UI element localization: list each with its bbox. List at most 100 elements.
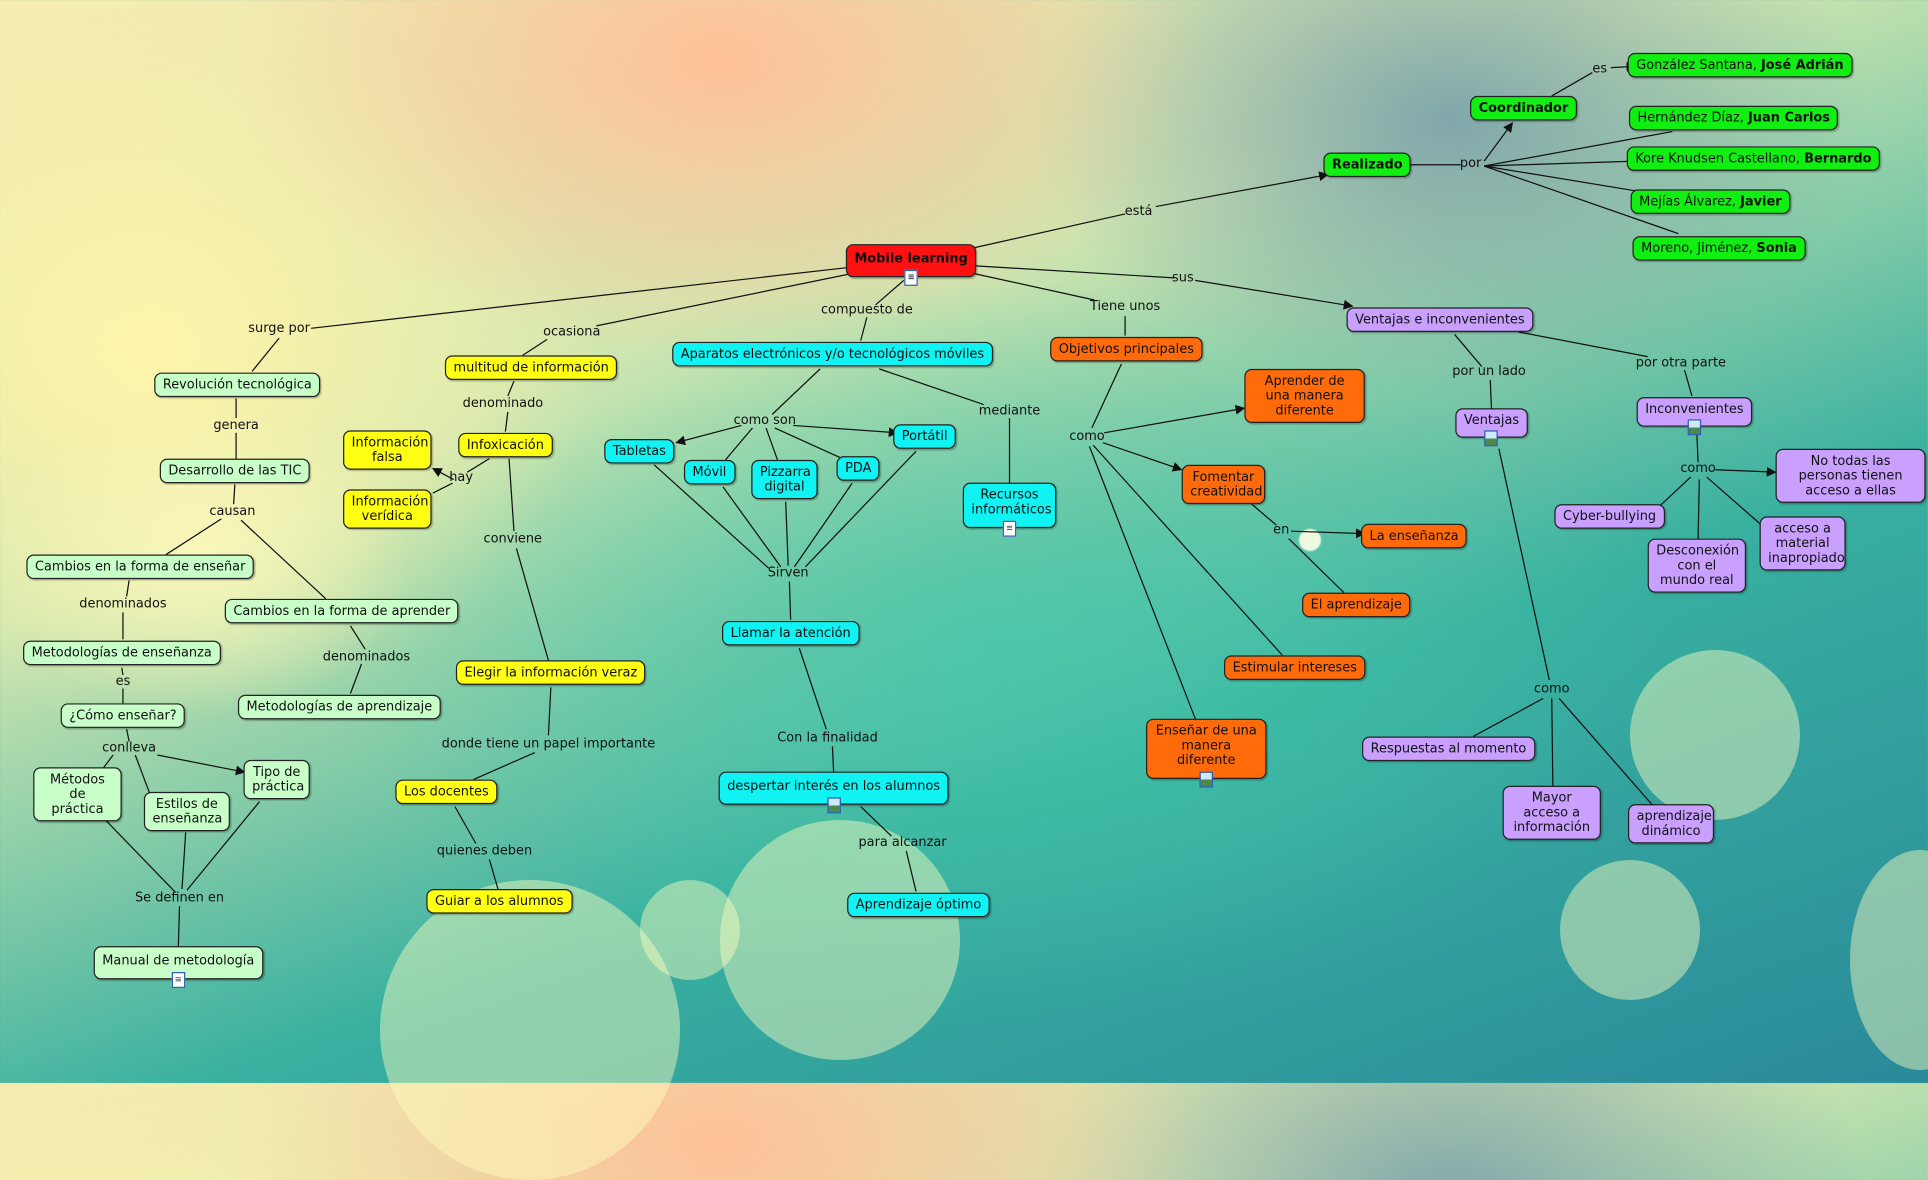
link-label: Se definen en bbox=[134, 890, 225, 905]
node-metodologias-aprendizaje[interactable]: Metodologías de aprendizaje bbox=[237, 694, 441, 720]
document-icon[interactable]: ≡ bbox=[904, 269, 918, 286]
node-ventaja[interactable]: Mayor acceso a información bbox=[1502, 785, 1601, 840]
node-objetivo[interactable]: Fomentar creatividad bbox=[1181, 464, 1266, 505]
node-despertar-interes[interactable]: despertar interés en los alumnos bbox=[718, 771, 949, 814]
link-label: como bbox=[1069, 429, 1105, 444]
node-elegir-informacion[interactable]: Elegir la información veraz bbox=[455, 660, 646, 685]
node-objetivo[interactable]: La enseñanza bbox=[1360, 523, 1468, 549]
node-metodologias-ensenanza[interactable]: Metodologías de enseñanza bbox=[23, 640, 221, 666]
node-desarrollo-tic[interactable]: Desarrollo de las TIC bbox=[159, 458, 310, 484]
link-label: compuesto de bbox=[820, 302, 913, 318]
node-device[interactable]: Móvil bbox=[683, 459, 736, 485]
node-estilos-ensenanza[interactable]: Estilos de enseñanza bbox=[143, 791, 230, 832]
link-label: por un lado bbox=[1452, 363, 1526, 379]
author-firstname: Javier bbox=[1740, 194, 1782, 210]
author-firstname: José Adrián bbox=[1760, 57, 1844, 73]
node-ventaja[interactable]: aprendizaje dinámico bbox=[1627, 804, 1715, 844]
link-label: por otra parte bbox=[1635, 355, 1726, 371]
node-metodos-practica[interactable]: Métodos de práctica bbox=[33, 767, 122, 822]
node-tipo-practica[interactable]: Tipo de práctica bbox=[243, 759, 310, 800]
node-author[interactable]: González Santana, José Adrián bbox=[1627, 52, 1853, 78]
node-cambios-ensenar[interactable]: Cambios en la forma de enseñar bbox=[26, 554, 254, 580]
node-revolucion-tecnologica[interactable]: Revolución tecnológica bbox=[154, 372, 321, 398]
node-guiar-alumnos[interactable]: Guiar a los alumnos bbox=[426, 889, 573, 914]
link-label: surge por bbox=[248, 320, 310, 336]
author-surname: Mejías Álvarez, bbox=[1639, 194, 1741, 210]
author-firstname: Juan Carlos bbox=[1748, 110, 1830, 126]
link-label: sus bbox=[1172, 270, 1194, 286]
author-surname: Kore Knudsen Castellano, bbox=[1635, 151, 1805, 166]
link-label: como bbox=[1534, 681, 1570, 696]
node-informacion-veridica[interactable]: Información verídica bbox=[343, 489, 432, 529]
node-objetivo[interactable]: El aprendizaje bbox=[1302, 592, 1411, 618]
node-informacion-falsa[interactable]: Información falsa bbox=[343, 430, 432, 470]
node-ventajas[interactable]: Ventajas bbox=[1455, 408, 1528, 447]
link-label: donde tiene un papel importante bbox=[441, 736, 656, 752]
node-mobile-learning[interactable]: Mobile learning ≡ bbox=[845, 244, 977, 286]
node-label: Ventajas bbox=[1463, 413, 1520, 428]
link-label: Con la finalidad bbox=[777, 730, 878, 746]
node-ventajas-e-inconvenientes[interactable]: Ventajas e inconvenientes bbox=[1346, 307, 1534, 332]
link-label: quienes deben bbox=[436, 843, 533, 859]
link-label: como son bbox=[733, 413, 797, 428]
node-author[interactable]: Moreno, Jiménez, Sonia bbox=[1632, 236, 1806, 261]
image-icon[interactable] bbox=[1484, 430, 1499, 447]
connection-lines bbox=[97, 61, 1777, 949]
node-device[interactable]: Portátil bbox=[893, 424, 957, 449]
node-label: Mobile learning bbox=[854, 251, 968, 267]
node-inconveniente[interactable]: Desconexión con el mundo real bbox=[1647, 538, 1747, 593]
node-label: despertar interés en los alumnos bbox=[727, 778, 941, 794]
node-multitud-informacion[interactable]: multitud de información bbox=[444, 355, 618, 380]
node-device[interactable]: PDA bbox=[836, 456, 881, 481]
node-inconveniente[interactable]: acceso a material inapropiado bbox=[1759, 516, 1846, 571]
node-manual-metodologia[interactable]: Manual de metodología≡ bbox=[93, 946, 263, 988]
image-icon[interactable] bbox=[826, 797, 841, 814]
link-label: conlleva bbox=[102, 740, 157, 755]
node-objetivo[interactable]: Enseñar de una manera diferente bbox=[1145, 718, 1267, 788]
link-label: es bbox=[1592, 61, 1608, 77]
document-icon[interactable]: ≡ bbox=[1002, 520, 1017, 537]
image-icon[interactable] bbox=[1199, 771, 1214, 788]
node-author[interactable]: Mejías Álvarez, Javier bbox=[1630, 189, 1791, 214]
author-surname: González Santana, bbox=[1636, 57, 1761, 73]
node-recursos[interactable]: Recursos informáticos ≡ bbox=[962, 482, 1057, 537]
node-realizado[interactable]: Realizado bbox=[1323, 152, 1412, 178]
author-surname: Hernández Díaz, bbox=[1637, 110, 1749, 126]
node-aparatos[interactable]: Aparatos electrónicos y/o tecnológicos m… bbox=[672, 341, 993, 367]
link-label: conviene bbox=[483, 531, 542, 546]
node-objetivo[interactable]: Estimular intereses bbox=[1223, 655, 1366, 680]
link-label: genera bbox=[213, 418, 259, 433]
link-label: denominados bbox=[322, 649, 411, 664]
link-label: hay bbox=[449, 469, 473, 485]
node-infoxicacion[interactable]: Infoxicación bbox=[458, 432, 553, 458]
node-los-docentes[interactable]: Los docentes bbox=[395, 779, 498, 805]
node-author[interactable]: Hernández Díaz, Juan Carlos bbox=[1628, 105, 1839, 131]
node-inconvenientes[interactable]: Inconvenientes bbox=[1636, 397, 1753, 436]
link-label: en bbox=[1273, 522, 1290, 538]
link-label: Sirven bbox=[767, 565, 809, 581]
node-inconveniente[interactable]: No todas las personas tienen acceso a el… bbox=[1775, 448, 1926, 503]
node-coordinador[interactable]: Coordinador bbox=[1470, 95, 1577, 121]
link-label: como bbox=[1680, 461, 1716, 476]
node-label: Recursos informáticos bbox=[971, 487, 1052, 518]
link-label: ocasiona bbox=[543, 324, 601, 340]
link-label: causan bbox=[209, 504, 256, 519]
link-label: mediante bbox=[978, 403, 1041, 419]
node-device[interactable]: Tabletas bbox=[604, 438, 675, 464]
link-label: para alcanzar bbox=[858, 834, 947, 850]
node-author[interactable]: Kore Knudsen Castellano, Bernardo bbox=[1626, 146, 1881, 171]
node-device[interactable]: Pizzarra digital bbox=[751, 459, 818, 500]
image-icon[interactable] bbox=[1687, 419, 1702, 436]
node-ventaja[interactable]: Respuestas al momento bbox=[1362, 736, 1535, 762]
node-label: Inconvenientes bbox=[1645, 402, 1744, 417]
node-inconveniente[interactable]: Cyber-bullying bbox=[1554, 504, 1665, 529]
link-label: Tiene unos bbox=[1089, 298, 1161, 314]
node-aprendizaje-optimo[interactable]: Aprendizaje óptimo bbox=[847, 892, 990, 918]
document-icon[interactable]: ≡ bbox=[171, 971, 186, 988]
node-objetivos-principales[interactable]: Objetivos principales bbox=[1050, 336, 1203, 362]
node-objetivo[interactable]: Aprender de una manera diferente bbox=[1244, 368, 1365, 423]
node-como-ensenar[interactable]: ¿Cómo enseñar? bbox=[60, 703, 186, 728]
node-cambios-aprender[interactable]: Cambios en la forma de aprender bbox=[224, 598, 459, 624]
node-label: Enseñar de una manera diferente bbox=[1155, 723, 1257, 768]
node-llamar-atencion[interactable]: Llamar la atención bbox=[721, 620, 860, 646]
